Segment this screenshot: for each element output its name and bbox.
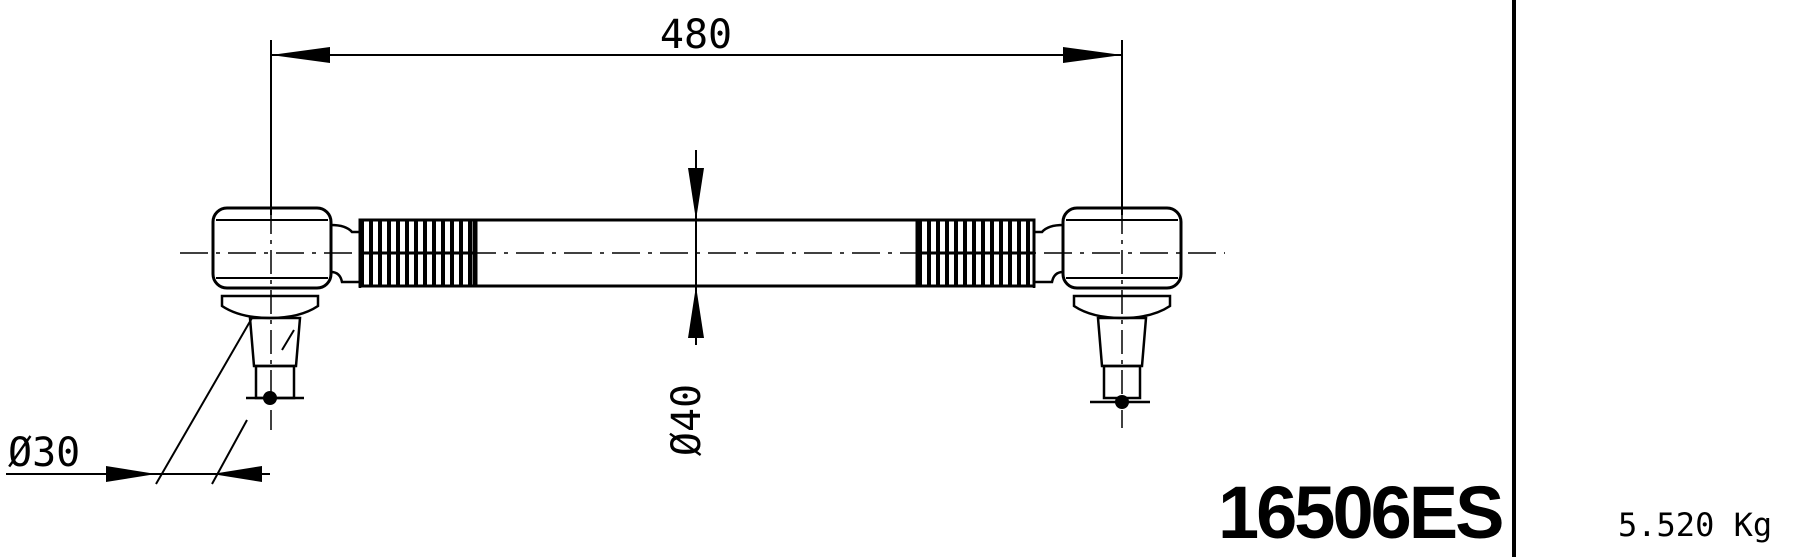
length-dimension: 480 <box>270 12 1123 215</box>
pin-diameter-dimension: Ø30 <box>6 317 270 485</box>
part-number: 16506ES <box>1218 471 1502 554</box>
length-dimension-label: 480 <box>660 12 732 58</box>
part-weight: 5.520 Kg <box>1618 506 1772 544</box>
pin-diameter-label: Ø30 <box>8 430 80 476</box>
left-ball-joint <box>211 206 362 430</box>
bar-diameter-label: Ø40 <box>664 384 710 456</box>
bar-diameter-dimension: Ø40 <box>664 150 710 456</box>
right-ball-joint <box>1032 206 1183 428</box>
